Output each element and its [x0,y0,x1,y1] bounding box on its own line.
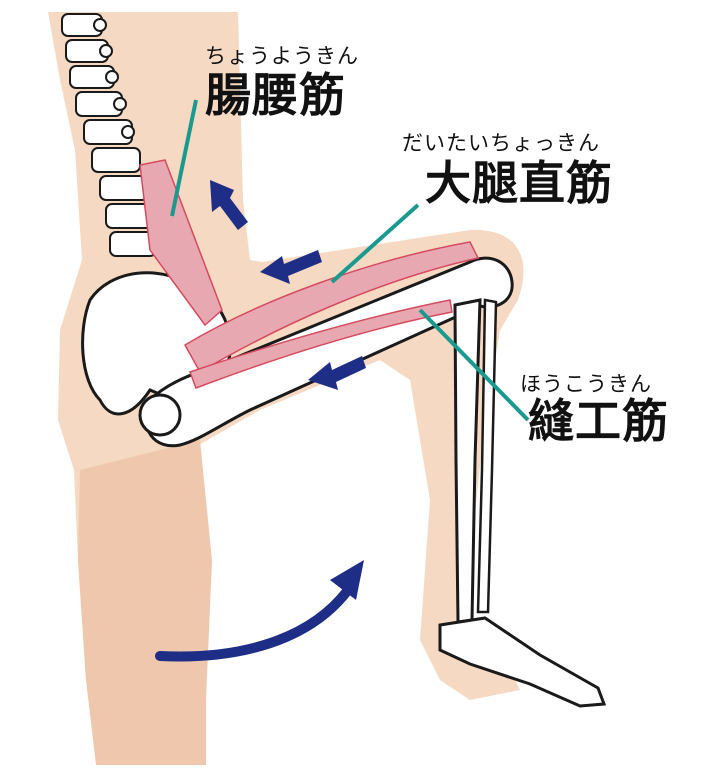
rectus-femoris-reading: だいたいちょっきん [402,131,600,155]
femoral-head [138,393,182,437]
leader-line-iliopsoas [170,99,198,217]
curved-arrow-head [330,560,364,600]
rectus-femoris-label: 大腿直筋 [425,156,613,210]
iliopsoas-reading: ちょうようきん [205,44,359,68]
standing-leg [78,440,212,765]
leader-line-rectus-femoris [330,203,420,284]
arrow-up-left-icon [210,180,248,230]
iliopsoas-label: 腸腰筋 [205,68,346,122]
arrow-left-upper-icon [260,250,322,284]
sartorius-reading: ほうこうきん [520,372,652,396]
fibula-bone [476,298,498,614]
sartorius-muscle [189,299,453,389]
arrow-left-lower-icon [308,356,366,390]
iliopsoas-muscle [139,159,223,327]
leader-line-sartorius [418,308,530,422]
curved-arrow-up-icon [155,585,353,662]
foot-bones [438,616,607,708]
rectus-femoris-muscle [183,241,480,374]
sartorius-label: 縫工筋 [528,394,669,448]
